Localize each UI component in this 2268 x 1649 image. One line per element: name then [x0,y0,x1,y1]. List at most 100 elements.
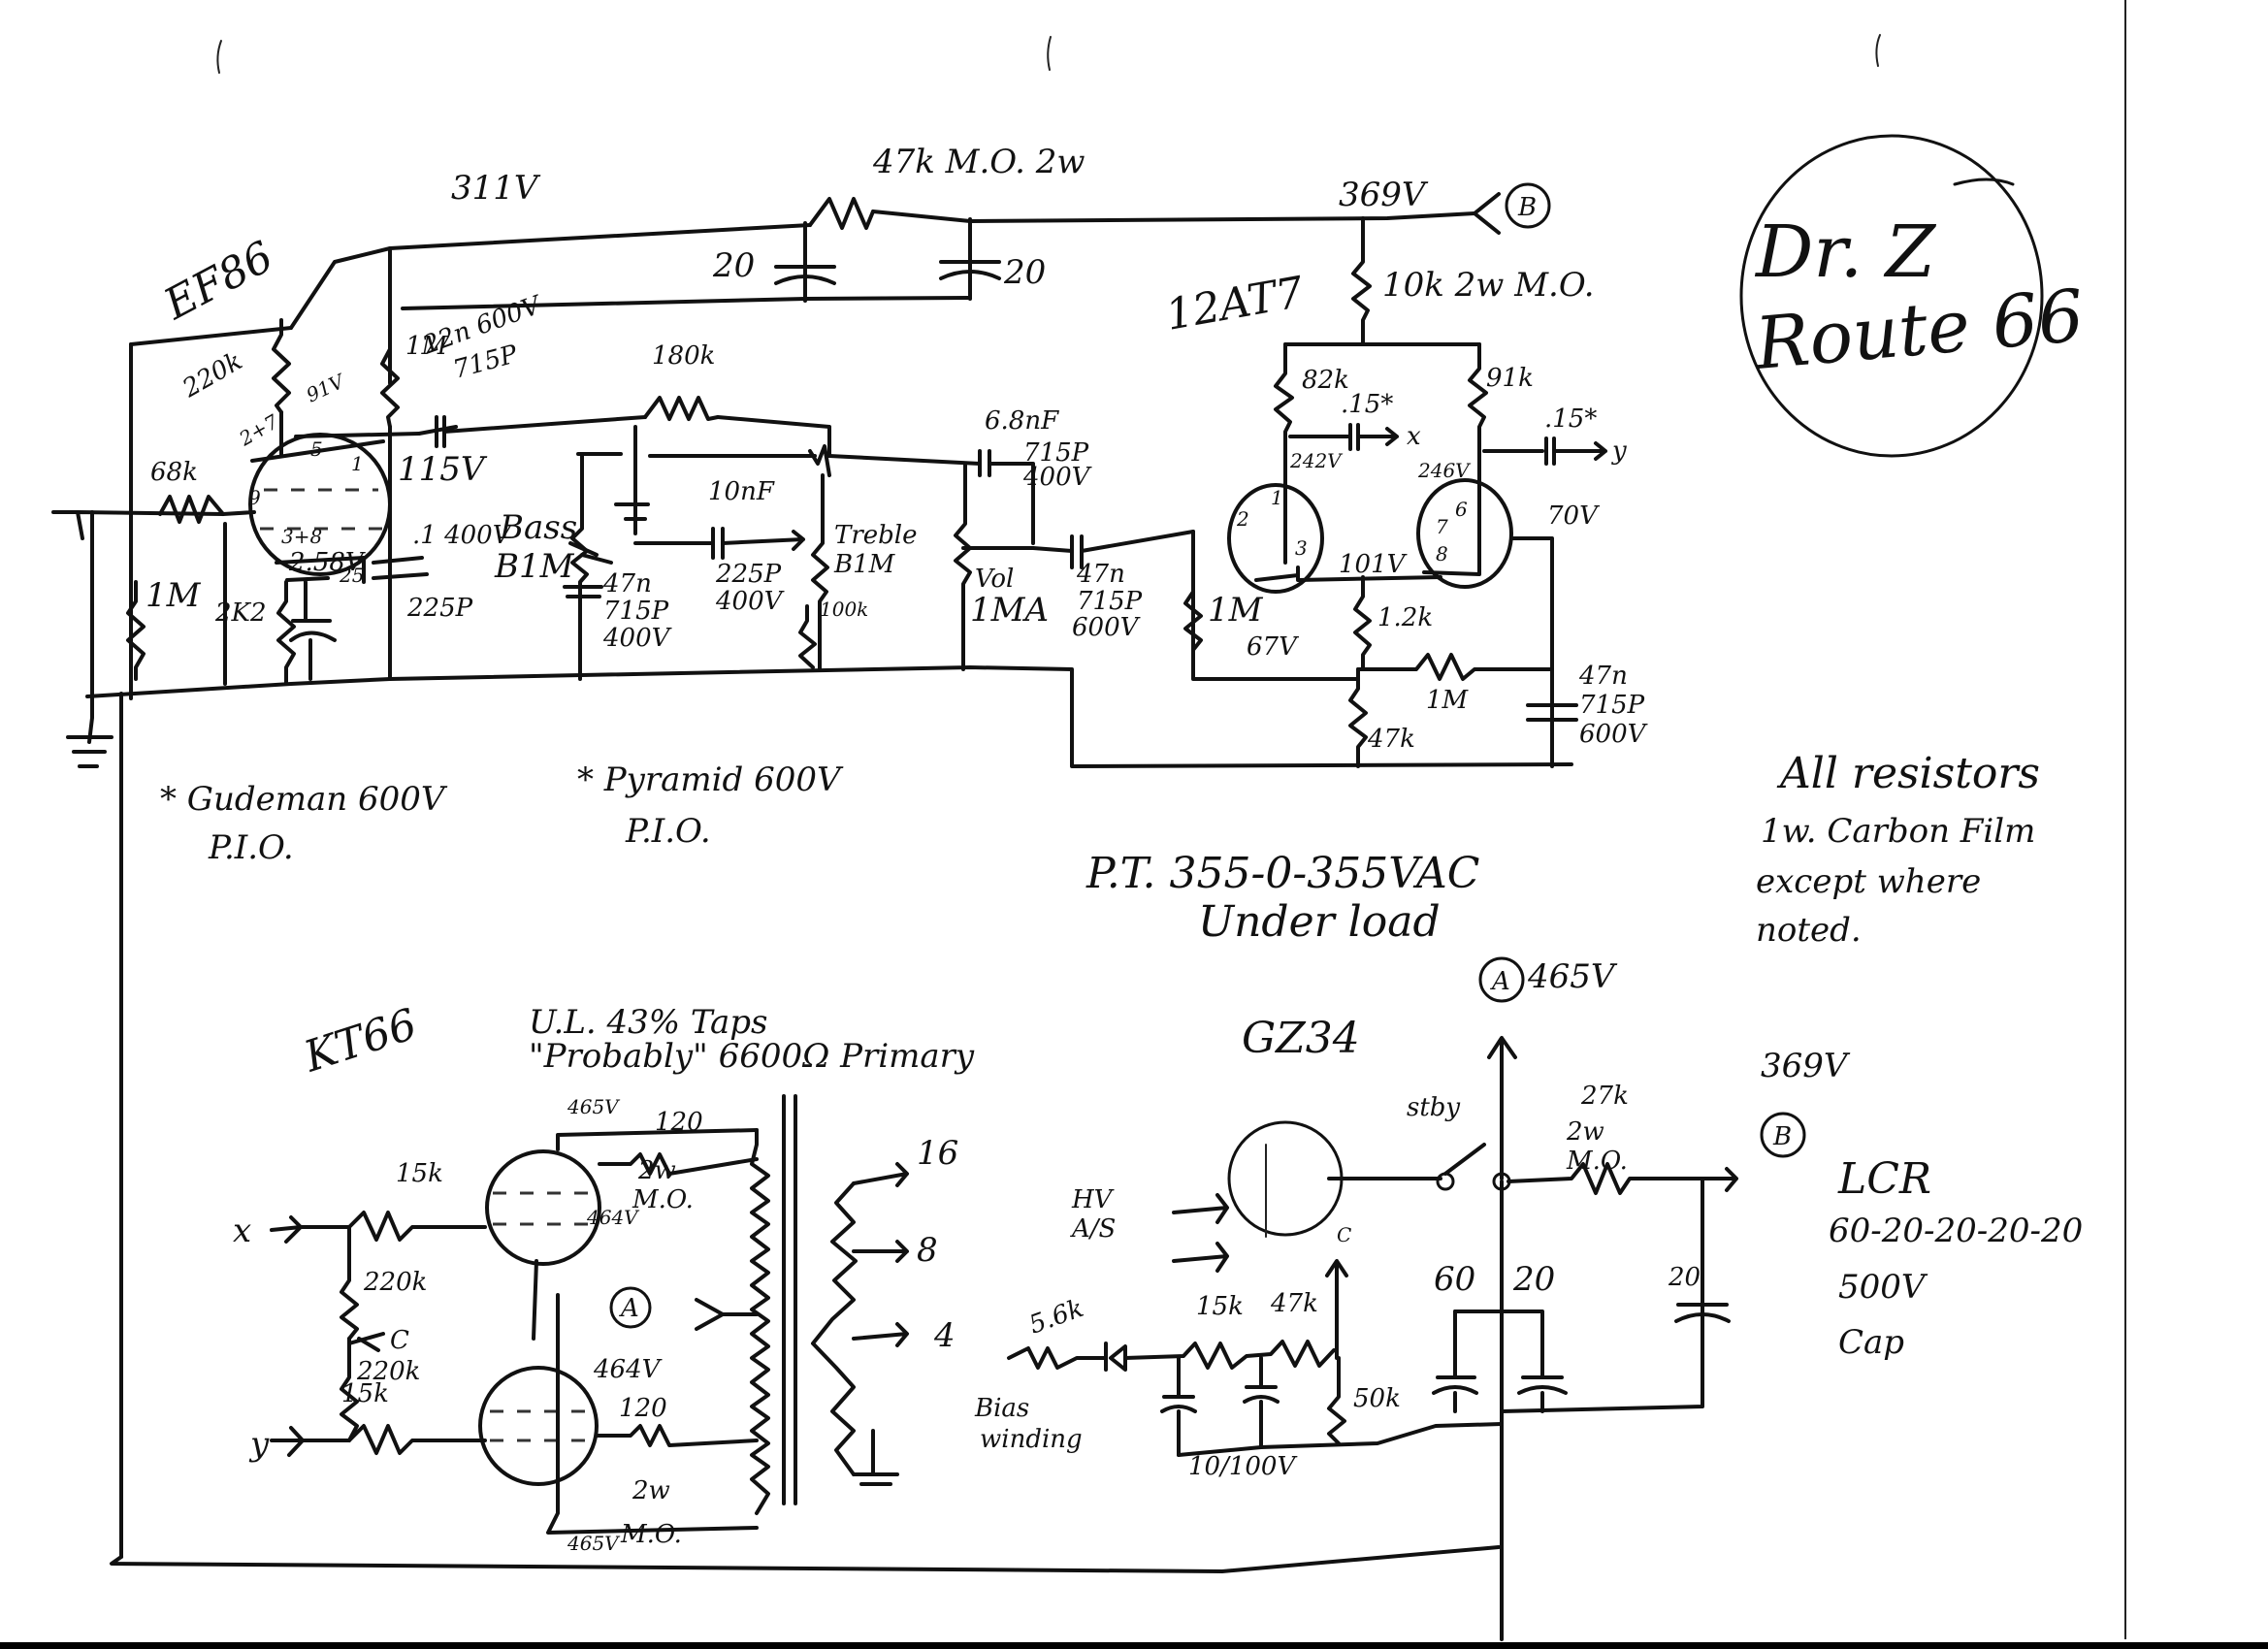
label-464v-top: 464V [586,1206,640,1229]
label-10nf: 10nF [708,477,775,506]
filter-cap-right [939,260,1001,280]
resistor-1m-grid [126,580,146,681]
label-pin-9: 9 [248,486,261,509]
label-node-b-top: B [1517,193,1537,222]
label-246v: 246V [1417,459,1472,482]
label-101v: 101V [1339,550,1408,579]
label-pin-6: 6 [1455,498,1468,521]
cap-20 [1517,1332,1568,1395]
label-2w-bottom: 2w [632,1476,670,1505]
label-lcr: LCR [1837,1154,1931,1204]
note-ot-2: "Probably" 6600Ω Primary [529,1037,975,1076]
label-pi-cap-right: .15* [1544,404,1597,434]
node-b-marker-top [1505,182,1551,229]
resistor-100k [798,604,817,669]
tone-stack [563,425,1195,681]
resistor-68k [158,495,225,524]
label-bias-winding-2: winding [980,1425,1083,1454]
label-node-a-ps: A [1490,967,1510,996]
hole-punch-marks [216,34,1881,74]
kt66-tube-top [485,1149,601,1266]
label-120-bottom: 120 [619,1394,667,1423]
label-bias-47k: 47k [1270,1289,1318,1318]
label-100k: 100k [820,598,868,621]
ground-return-wire [110,1545,1501,1573]
label-225p-mid: 225P [715,560,782,589]
label-pin-2: 2 [1236,507,1249,531]
label-15k-bottom: 15k [341,1379,389,1408]
output-transformer-primary [750,1128,770,1515]
label-mo-top: M.O. [632,1185,694,1214]
label-369v: 369V [1339,176,1429,214]
note-pyramid-pio: P.I.O. [625,812,711,851]
bias-diode [1104,1342,1127,1372]
label-pin-7: 7 [1436,515,1448,538]
resistor-1-2k [1353,575,1372,671]
label-mo-bottom: M.O. [620,1520,682,1549]
label-hv: HV [1071,1185,1115,1214]
label-pin-3-8: 3+8 [281,525,322,548]
label-pin-1: 1 [351,452,364,475]
resistor-120-bottom [595,1424,759,1447]
label-120-top: 120 [655,1108,703,1137]
label-47k-mo: 47k M.O. 2w [872,143,1085,181]
label-pin-8: 8 [1436,542,1448,566]
label-bias-out-c: C [1337,1223,1351,1246]
gz34-tube [1227,1120,1344,1237]
label-cap-20a: 20 [1512,1260,1555,1299]
title-circle [1739,134,2044,458]
label-pi-out-x: x [1407,422,1421,451]
label-bias-50k: 50k [1353,1384,1401,1413]
label-as: A/S [1070,1214,1116,1244]
label-27k-2w: 2w [1566,1117,1604,1147]
bias-cap-2 [1243,1356,1280,1449]
cap-60 [1432,1310,1478,1395]
label-715p-bass: 715P [603,597,669,626]
treble-pot [811,473,829,671]
label-pin-3: 3 [1295,536,1308,560]
label-input-y: y [248,1425,270,1464]
note-resistors-2: 1w. Carbon Film [1761,812,2035,851]
note-resistors-1: All resistors [1776,749,2040,798]
resistor-15k-bottom [270,1424,487,1455]
label-715p-vol: 715P [1077,587,1143,616]
note-ot-1: U.L. 43% Taps [529,1003,767,1042]
label-465v-top: 465V [567,1095,621,1118]
label-pin-5: 5 [310,437,323,461]
12at7-tube-left [1227,483,1324,594]
label-treble-b1m: B1M [833,550,896,579]
tube-label-12at7: 12AT7 [1162,268,1307,340]
label-91k: 91k [1486,364,1534,393]
tube-label-kt66: KT66 [298,999,423,1082]
label-cap-60: 60 [1434,1260,1475,1299]
label-1m-screen: 1M [405,332,449,361]
label-pi-cap-left: .15* [1341,390,1393,419]
label-bias-15k: 15k [1196,1292,1244,1321]
label-6n8: 6.8nF [985,406,1059,436]
bias-cap-1 [1160,1356,1197,1457]
label-47n-vol: 47n [1076,560,1125,589]
resistor-180k [643,396,720,421]
label-465v-bottom: 465V [567,1532,621,1555]
volume-pot [954,462,972,671]
label-600v-tail: 600V [1579,720,1648,749]
label-tap-8: 8 [917,1231,938,1270]
title-dr-z: Dr. Z [1754,210,1937,294]
node-b-marker-ps [1760,1112,1806,1158]
resistor-1m-pi-grid [1183,580,1203,652]
label-27k: 27k [1580,1082,1629,1111]
12at7-tube-right [1416,478,1513,589]
label-67v: 67V [1247,632,1299,662]
resistor-220k-top [340,1225,359,1341]
label-225p-screen: 225P [406,594,473,623]
label-vol-1ma: 1MA [970,591,1049,630]
tube-label-gz34: GZ34 [1242,1014,1360,1063]
label-47n-tail: 47n [1578,662,1628,691]
note-under-load: Under load [1198,897,1441,947]
resistor-47k [808,197,875,230]
note-resistors-3: except where [1756,862,1981,901]
label-pin-2-7: 2+7 [235,409,283,451]
label-bass-b1m: B1M [494,547,575,586]
label-lcr-voltage: 500V [1838,1268,1928,1307]
label-400v-mid: 400V [715,587,785,616]
